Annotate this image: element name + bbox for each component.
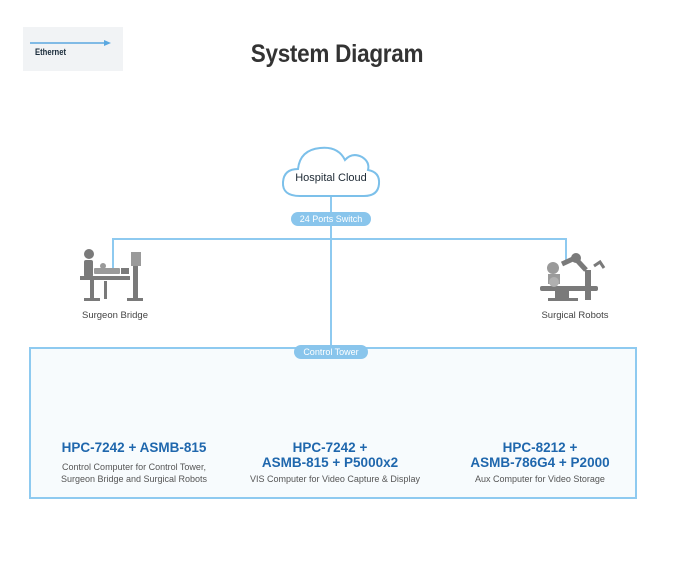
surgical-robot-icon <box>540 253 606 301</box>
switch-badge: 24 Ports Switch <box>291 212 371 226</box>
control-tower-badge: Control Tower <box>294 345 368 359</box>
computer-3-title-line2: ASMB-786G4 + P2000 <box>470 455 610 470</box>
legend: Ethernet <box>23 27 123 71</box>
computer-2-title-line1: HPC-7242 + <box>292 440 368 455</box>
control-tower-box <box>29 347 637 499</box>
ethernet-lines <box>112 196 567 345</box>
surgeon-workstation-icon <box>80 249 143 301</box>
computer-1-title: HPC-7242 + ASMB-815 <box>61 440 207 455</box>
computer-2-title: HPC-7242 + ASMB-815 + P5000x2 <box>230 440 430 470</box>
computer-1-desc-line1: Control Computer for Control Tower, <box>62 462 206 472</box>
surgeon-bridge-label: Surgeon Bridge <box>81 310 149 321</box>
page-title: System Diagram <box>250 40 424 68</box>
surgical-robots-label: Surgical Robots <box>541 310 609 321</box>
cloud-icon <box>281 146 381 197</box>
computer-3-title: HPC-8212 + ASMB-786G4 + P2000 <box>440 440 640 470</box>
hospital-cloud-label: Hospital Cloud <box>295 172 367 184</box>
computer-2-desc: VIS Computer for Video Capture & Display <box>250 474 420 484</box>
computer-3-desc: Aux Computer for Video Storage <box>475 474 605 484</box>
computer-2-title-line2: ASMB-815 + P5000x2 <box>261 455 399 470</box>
computer-1-desc: Control Computer for Control Tower, Surg… <box>34 461 234 485</box>
computer-3-title-line1: HPC-8212 + <box>502 440 578 455</box>
computer-1-desc-line2: Surgeon Bridge and Surgical Robots <box>60 474 208 484</box>
legend-label: Ethernet <box>35 47 67 57</box>
legend-arrow-icon <box>30 40 111 46</box>
